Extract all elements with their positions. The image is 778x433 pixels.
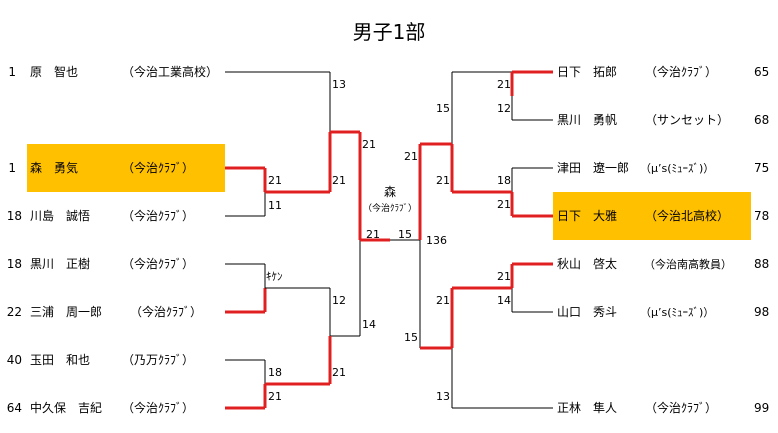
seed: 64 xyxy=(6,401,22,415)
player-name: 黒川 正樹 xyxy=(30,257,91,271)
player-name: 原 智也 xyxy=(30,65,79,79)
score: 13 xyxy=(332,78,346,91)
finalist-highlight xyxy=(553,192,751,240)
score: 18 xyxy=(268,366,282,379)
champion-highlight xyxy=(27,144,225,192)
score: 14 xyxy=(362,318,376,331)
player-name: 玉田 和也 xyxy=(30,353,91,367)
score: 21 xyxy=(436,294,450,307)
player-club: （μ’s(ﾐｭｰｽﾞ)） xyxy=(640,306,715,319)
player-name: 川島 誠悟 xyxy=(30,209,91,223)
score: 11 xyxy=(268,199,282,212)
walkover-label: ｷｹﾝ xyxy=(266,270,283,283)
seed: 98 xyxy=(754,305,770,319)
score: 21 xyxy=(404,150,418,163)
player-name: 三浦 周一郎 xyxy=(30,305,103,319)
player-name: 日下 大雅 xyxy=(557,209,618,223)
score: 18 xyxy=(497,174,511,187)
seed: 22 xyxy=(6,305,22,319)
seed: 18 xyxy=(6,257,22,271)
final-score-right: 15 xyxy=(398,228,412,241)
score: 15 xyxy=(404,331,418,344)
final-extra: 136 xyxy=(426,234,447,247)
player-name: 中久保 吉紀 xyxy=(30,401,103,415)
page-title: 男子1部 xyxy=(352,20,426,44)
player-club: （サンセット） xyxy=(645,113,730,127)
seed: 68 xyxy=(754,113,770,127)
champion-name: 森 xyxy=(383,185,396,199)
player-club: （今治工業高校） xyxy=(122,65,219,79)
player-name: 秋山 啓太 xyxy=(557,257,618,271)
seed: 18 xyxy=(6,209,22,223)
player-club: （今治ｸﾗﾌﾞ） xyxy=(122,209,195,223)
player-name: 山口 秀斗 xyxy=(557,305,618,319)
score: 13 xyxy=(436,390,450,403)
player-club: （今治ｸﾗﾌﾞ） xyxy=(645,65,718,79)
seed: 1 xyxy=(8,161,16,175)
player-club: （今治ｸﾗﾌﾞ） xyxy=(122,257,195,271)
score: 21 xyxy=(497,198,511,211)
score: 12 xyxy=(332,294,346,307)
player-club: （乃万ｸﾗﾌﾞ） xyxy=(122,353,195,367)
player-name: 日下 拓郎 xyxy=(557,65,618,79)
score: 12 xyxy=(497,102,511,115)
score: 21 xyxy=(436,174,450,187)
score: 21 xyxy=(268,174,282,187)
seed: 78 xyxy=(754,209,770,223)
player-club: （μ’s(ﾐｭｰｽﾞ)） xyxy=(640,162,715,175)
score: 14 xyxy=(497,294,511,307)
seed: 1 xyxy=(8,65,16,79)
player-name: 津田 遼一郎 xyxy=(557,161,630,175)
score: 15 xyxy=(436,102,450,115)
score: 21 xyxy=(497,270,511,283)
seed: 75 xyxy=(754,161,770,175)
seed: 40 xyxy=(6,353,22,367)
player-name: 正林 隼人 xyxy=(557,401,618,415)
score: 21 xyxy=(268,390,282,403)
player-club: （今治ｸﾗﾌﾞ） xyxy=(122,401,195,415)
player-name: 黒川 勇帆 xyxy=(557,113,618,127)
score: 21 xyxy=(332,174,346,187)
score: 21 xyxy=(332,366,346,379)
champion-club: （今治ｸﾗﾌﾞ） xyxy=(362,204,417,214)
player-club: （今治ｸﾗﾌﾞ） xyxy=(645,401,718,415)
score: 21 xyxy=(497,78,511,91)
player-name: 森 勇気 xyxy=(30,161,79,175)
player-club: （今治ｸﾗﾌﾞ） xyxy=(130,305,203,319)
player-club: （今治北高校） xyxy=(645,209,730,223)
final-score-left: 21 xyxy=(366,228,380,241)
seed: 88 xyxy=(754,257,770,271)
seed: 65 xyxy=(754,65,770,79)
player-club: （今治ｸﾗﾌﾞ） xyxy=(122,161,195,175)
score: 21 xyxy=(362,138,376,151)
player-club: （今治南高教員） xyxy=(644,258,732,271)
seed: 99 xyxy=(754,401,770,415)
